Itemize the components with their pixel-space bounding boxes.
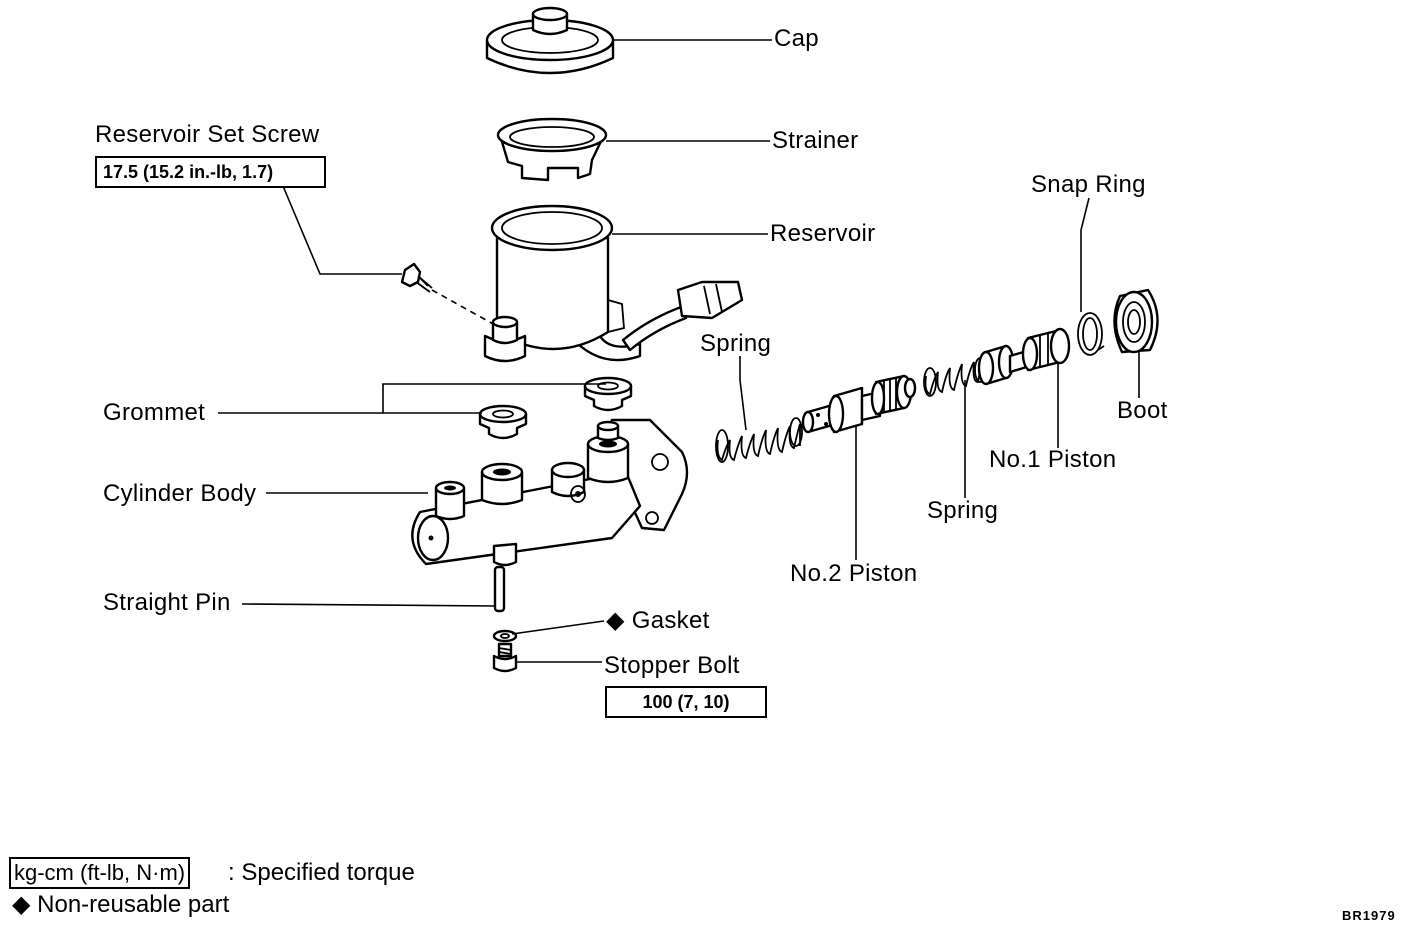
legend-nonreusable-desc: Non-reusable part bbox=[37, 891, 230, 918]
legend-torque-unit-box: kg-cm (ft-lb, N·m) bbox=[9, 857, 191, 889]
figure-code: BR1979 bbox=[1342, 908, 1396, 923]
cylinder-body-part bbox=[411, 418, 689, 567]
spring-right-part bbox=[923, 357, 986, 397]
no1-piston-part bbox=[977, 327, 1071, 386]
label-straight-pin: Straight Pin bbox=[103, 589, 231, 616]
legend-torque-desc: : Specified torque bbox=[228, 859, 415, 886]
label-reservoir: Reservoir bbox=[770, 220, 876, 247]
cap-part bbox=[485, 6, 615, 75]
legend-nonreusable-row: ◆ Non-reusable part bbox=[12, 891, 229, 919]
torque-stopper-bolt: 100 (7, 10) bbox=[605, 686, 767, 718]
grommet-parts bbox=[478, 376, 633, 440]
label-snap-ring: Snap Ring bbox=[1031, 171, 1146, 198]
reservoir-set-screw-part bbox=[400, 262, 496, 326]
strainer-part bbox=[496, 117, 608, 182]
label-stopper-bolt: Stopper Bolt bbox=[604, 652, 740, 679]
label-gasket-row: ◆ Gasket bbox=[606, 608, 710, 634]
label-cylinder-body: Cylinder Body bbox=[103, 480, 257, 507]
leader-lines bbox=[218, 39, 1140, 663]
label-spring-right: Spring bbox=[927, 497, 999, 524]
label-no1-piston: No.1 Piston bbox=[989, 446, 1117, 473]
torque-reservoir-set-screw: 17.5 (15.2 in.-lb, 1.7) bbox=[95, 156, 326, 188]
boot-part bbox=[1113, 288, 1159, 354]
diamond-icon: ◆ bbox=[606, 607, 625, 634]
spring-left-part bbox=[715, 417, 803, 463]
label-boot: Boot bbox=[1117, 397, 1168, 424]
label-strainer: Strainer bbox=[772, 127, 859, 154]
snap-ring-part bbox=[1077, 312, 1105, 356]
label-spring-left: Spring bbox=[700, 330, 772, 357]
label-cap: Cap bbox=[774, 25, 819, 52]
label-gasket: Gasket bbox=[631, 607, 710, 634]
diamond-icon: ◆ bbox=[12, 891, 31, 918]
reservoir-part bbox=[483, 204, 744, 363]
label-no2-piston: No.2 Piston bbox=[790, 560, 918, 587]
label-grommet: Grommet bbox=[103, 399, 206, 426]
no2-piston-part bbox=[801, 374, 917, 434]
label-reservoir-set-screw: Reservoir Set Screw bbox=[95, 121, 320, 148]
pin-gasket-bolt-parts bbox=[492, 565, 518, 673]
